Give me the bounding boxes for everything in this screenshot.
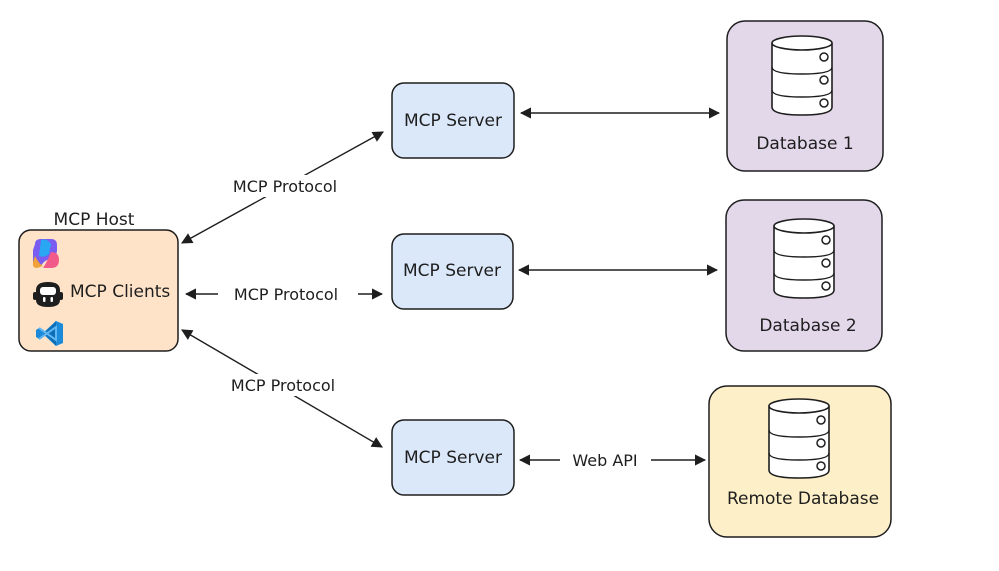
- edge-label-protocol-bottom: MCP Protocol: [231, 376, 335, 395]
- mcp-server-box-1: [391, 82, 515, 159]
- mcp-server-label-2: MCP Server: [403, 261, 501, 281]
- host-title: MCP Host: [54, 210, 135, 230]
- mcp-server-label-1: MCP Server: [404, 111, 502, 131]
- database-icon-1: [771, 35, 833, 116]
- mcp-server-label-3: MCP Server: [404, 448, 502, 468]
- edge-label-bg-top: [222, 175, 348, 197]
- vscode-icon: [36, 321, 63, 346]
- edge-label-protocol-top: MCP Protocol: [233, 177, 337, 196]
- edge-label-web-api: Web API: [572, 451, 637, 470]
- edge-label-bg-bottom: [220, 374, 346, 396]
- database-label-1: Database 1: [756, 134, 853, 154]
- mcp-server-box-3: [391, 419, 515, 496]
- database-label-2: Database 2: [759, 316, 856, 336]
- github-copilot-icon: [33, 282, 63, 307]
- mcp-clients-label: MCP Clients: [70, 282, 170, 302]
- edge-label-protocol-middle: MCP Protocol: [234, 285, 338, 304]
- mcp-server-box-2: [391, 233, 514, 310]
- copilot-icon: [32, 239, 59, 268]
- database-icon-2: [773, 218, 835, 299]
- database-icon-3: [768, 398, 830, 479]
- database-label-3: Remote Database: [727, 489, 879, 509]
